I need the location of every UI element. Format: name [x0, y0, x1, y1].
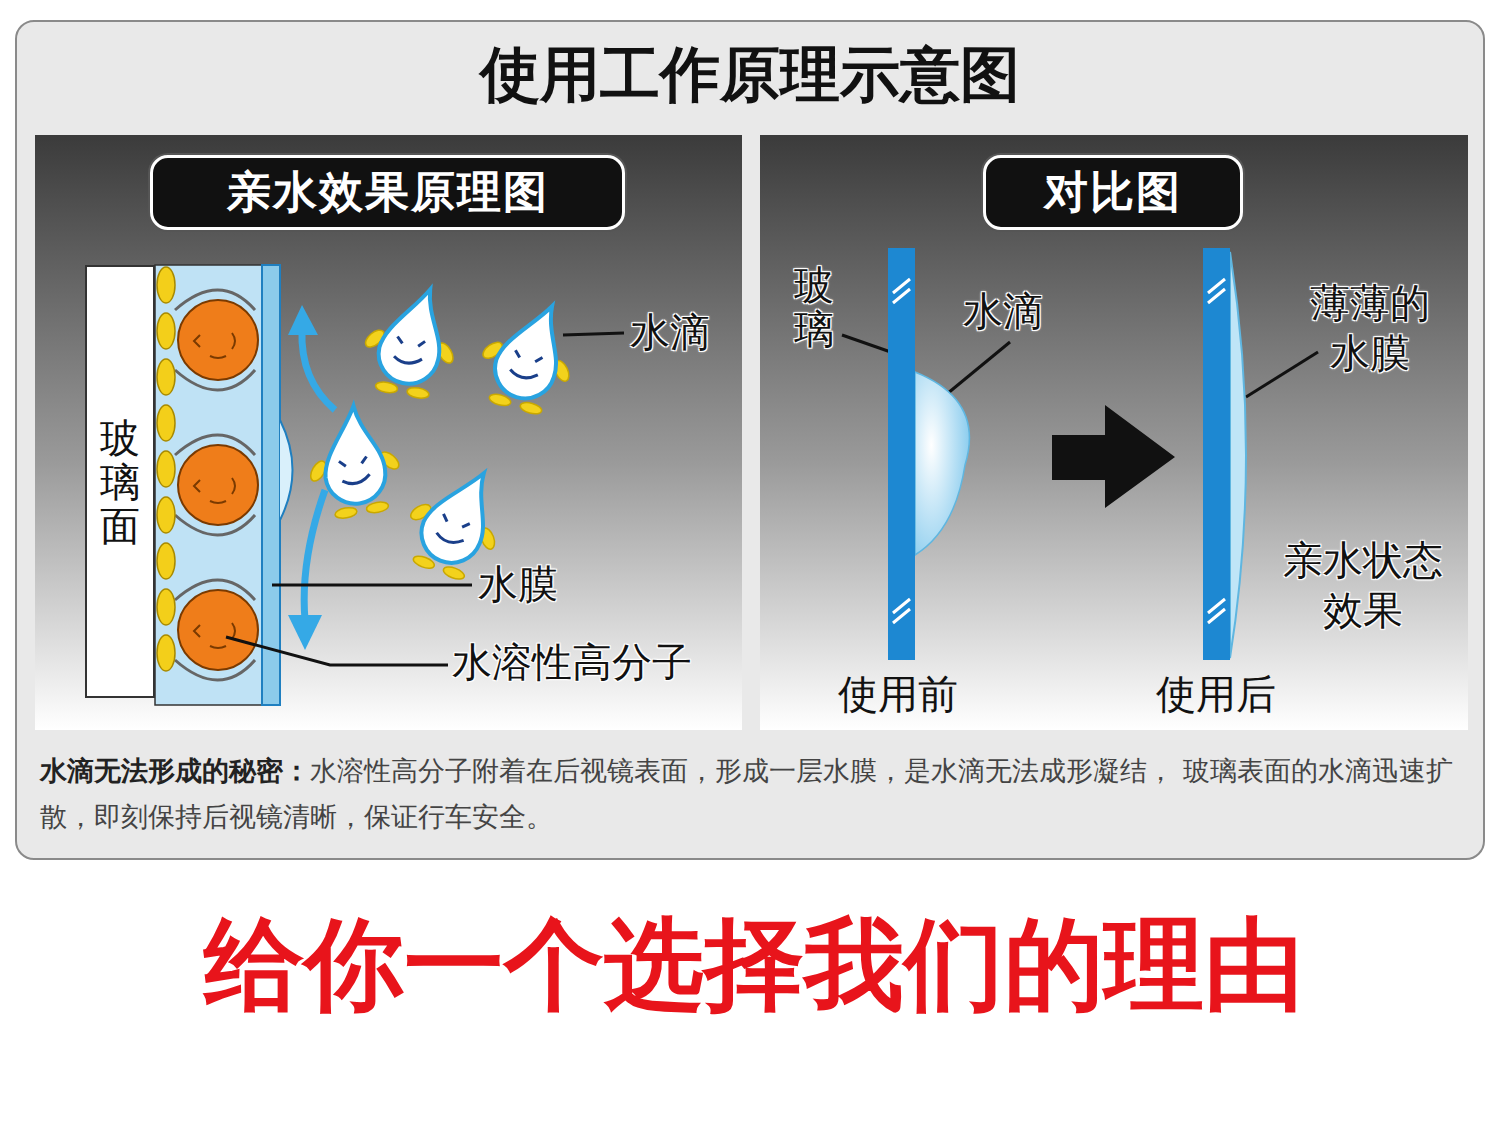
glass-before: [888, 248, 969, 660]
arrow-head: [288, 305, 318, 335]
glass-after: [1203, 248, 1246, 660]
left-panel: [35, 135, 742, 730]
caption-lead: 水滴无法形成的秘密：: [40, 755, 310, 786]
film-label: 薄薄的 水膜: [1290, 278, 1450, 378]
oval-molecule: [157, 267, 175, 303]
before-label: 使用前: [838, 670, 958, 718]
panel-header: 对比图: [983, 155, 1243, 230]
slogan: 给你一个选择我们的理由: [4, 905, 1500, 1025]
oval-molecule: [157, 543, 175, 579]
caption-block: 水滴无法形成的秘密：水溶性高分子附着在后视镜表面，形成一层水膜，是水滴无法成形凝…: [40, 748, 1465, 840]
drop-label: 水滴: [630, 308, 710, 356]
glass-face: 玻璃面: [85, 265, 155, 698]
outer-frame: [16, 21, 1484, 859]
polymer-label: 水溶性高分子: [452, 638, 692, 686]
right-panel: [760, 135, 1468, 730]
panel-header: 亲水效果原理图: [150, 155, 625, 230]
arrow-head: [288, 615, 322, 650]
oval-molecule: [157, 589, 175, 625]
oval-molecule: [157, 451, 175, 487]
after-label: 使用后: [1156, 670, 1276, 718]
effect-label: 亲水状态 效果: [1268, 535, 1458, 635]
film-label: 水膜: [478, 560, 558, 608]
water-drops: [297, 279, 589, 588]
drop-label: 水滴: [963, 287, 1043, 335]
header-text: 对比图: [1044, 163, 1182, 222]
header-text: 亲水效果原理图: [227, 163, 549, 222]
leader-lines: [226, 333, 1318, 665]
oval-molecule: [157, 359, 175, 395]
oval-molecule: [157, 405, 175, 441]
glass-label: 玻璃: [794, 263, 834, 351]
transition-arrow: [1052, 405, 1175, 508]
oval-molecule: [157, 497, 175, 533]
oval-molecule: [157, 635, 175, 671]
hydrophilic-layer: [155, 265, 293, 705]
vertical-text: 玻璃面: [100, 416, 140, 548]
title: 使用工作原理示意图: [0, 38, 1500, 110]
oval-molecule: [157, 313, 175, 349]
